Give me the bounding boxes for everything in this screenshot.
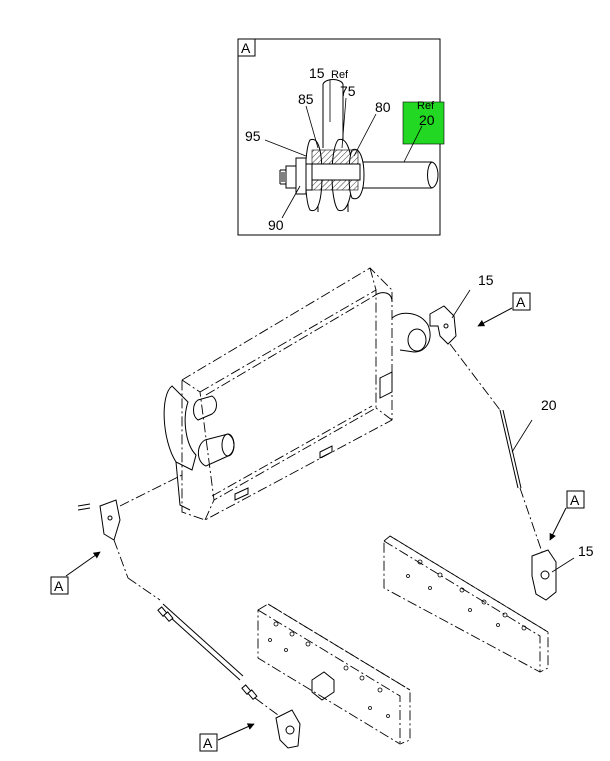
radiator-assembly (163, 267, 431, 521)
detail-a-letter-box (237, 38, 256, 57)
callout-20: 20 (541, 397, 557, 413)
label-20: 20 (419, 112, 435, 128)
label-80: 80 (375, 99, 391, 115)
label-85: 85 (298, 91, 314, 107)
svg-text:A: A (203, 735, 213, 751)
view-marker-a-1: A (477, 292, 531, 327)
leader-80 (353, 113, 377, 157)
tie-rod-left (113, 539, 283, 719)
leader-95 (264, 139, 307, 157)
tie-rod-20: 20 (449, 343, 557, 553)
bracket-left-upper (77, 474, 183, 541)
view-marker-a-3: A (50, 551, 101, 595)
label-20-ref: Ref (417, 100, 435, 112)
label-90: 90 (268, 217, 284, 233)
leader-75 (341, 97, 347, 149)
rod-20-detail (352, 161, 439, 189)
view-marker-a-4: A (199, 723, 255, 752)
label-15-ref: Ref (331, 69, 349, 81)
detail-a: A (237, 38, 445, 236)
label-15: 15 (309, 65, 325, 81)
detail-a-letter: A (241, 40, 251, 56)
bracket-15-lower: 15 (531, 543, 594, 601)
view-marker-a-2: A (549, 490, 585, 541)
leader-90 (281, 185, 301, 219)
highlight-part-20 (402, 101, 445, 145)
callout-15-upper: 15 (478, 272, 494, 288)
bracket-left-lower (275, 709, 301, 749)
frame-rail-left (257, 603, 411, 745)
callout-15-lower: 15 (578, 543, 594, 559)
bracket-15-upper: 15 (429, 272, 494, 345)
leader-85 (305, 105, 319, 149)
leader-20 (403, 125, 423, 163)
svg-text:A: A (516, 294, 526, 310)
frame-rail-right (383, 535, 549, 673)
label-75: 75 (340, 83, 356, 99)
label-95: 95 (245, 128, 261, 144)
svg-text:A: A (54, 578, 64, 594)
svg-text:A: A (570, 492, 580, 508)
grommets-detail (305, 138, 365, 212)
bolt-90-detail (279, 157, 313, 195)
